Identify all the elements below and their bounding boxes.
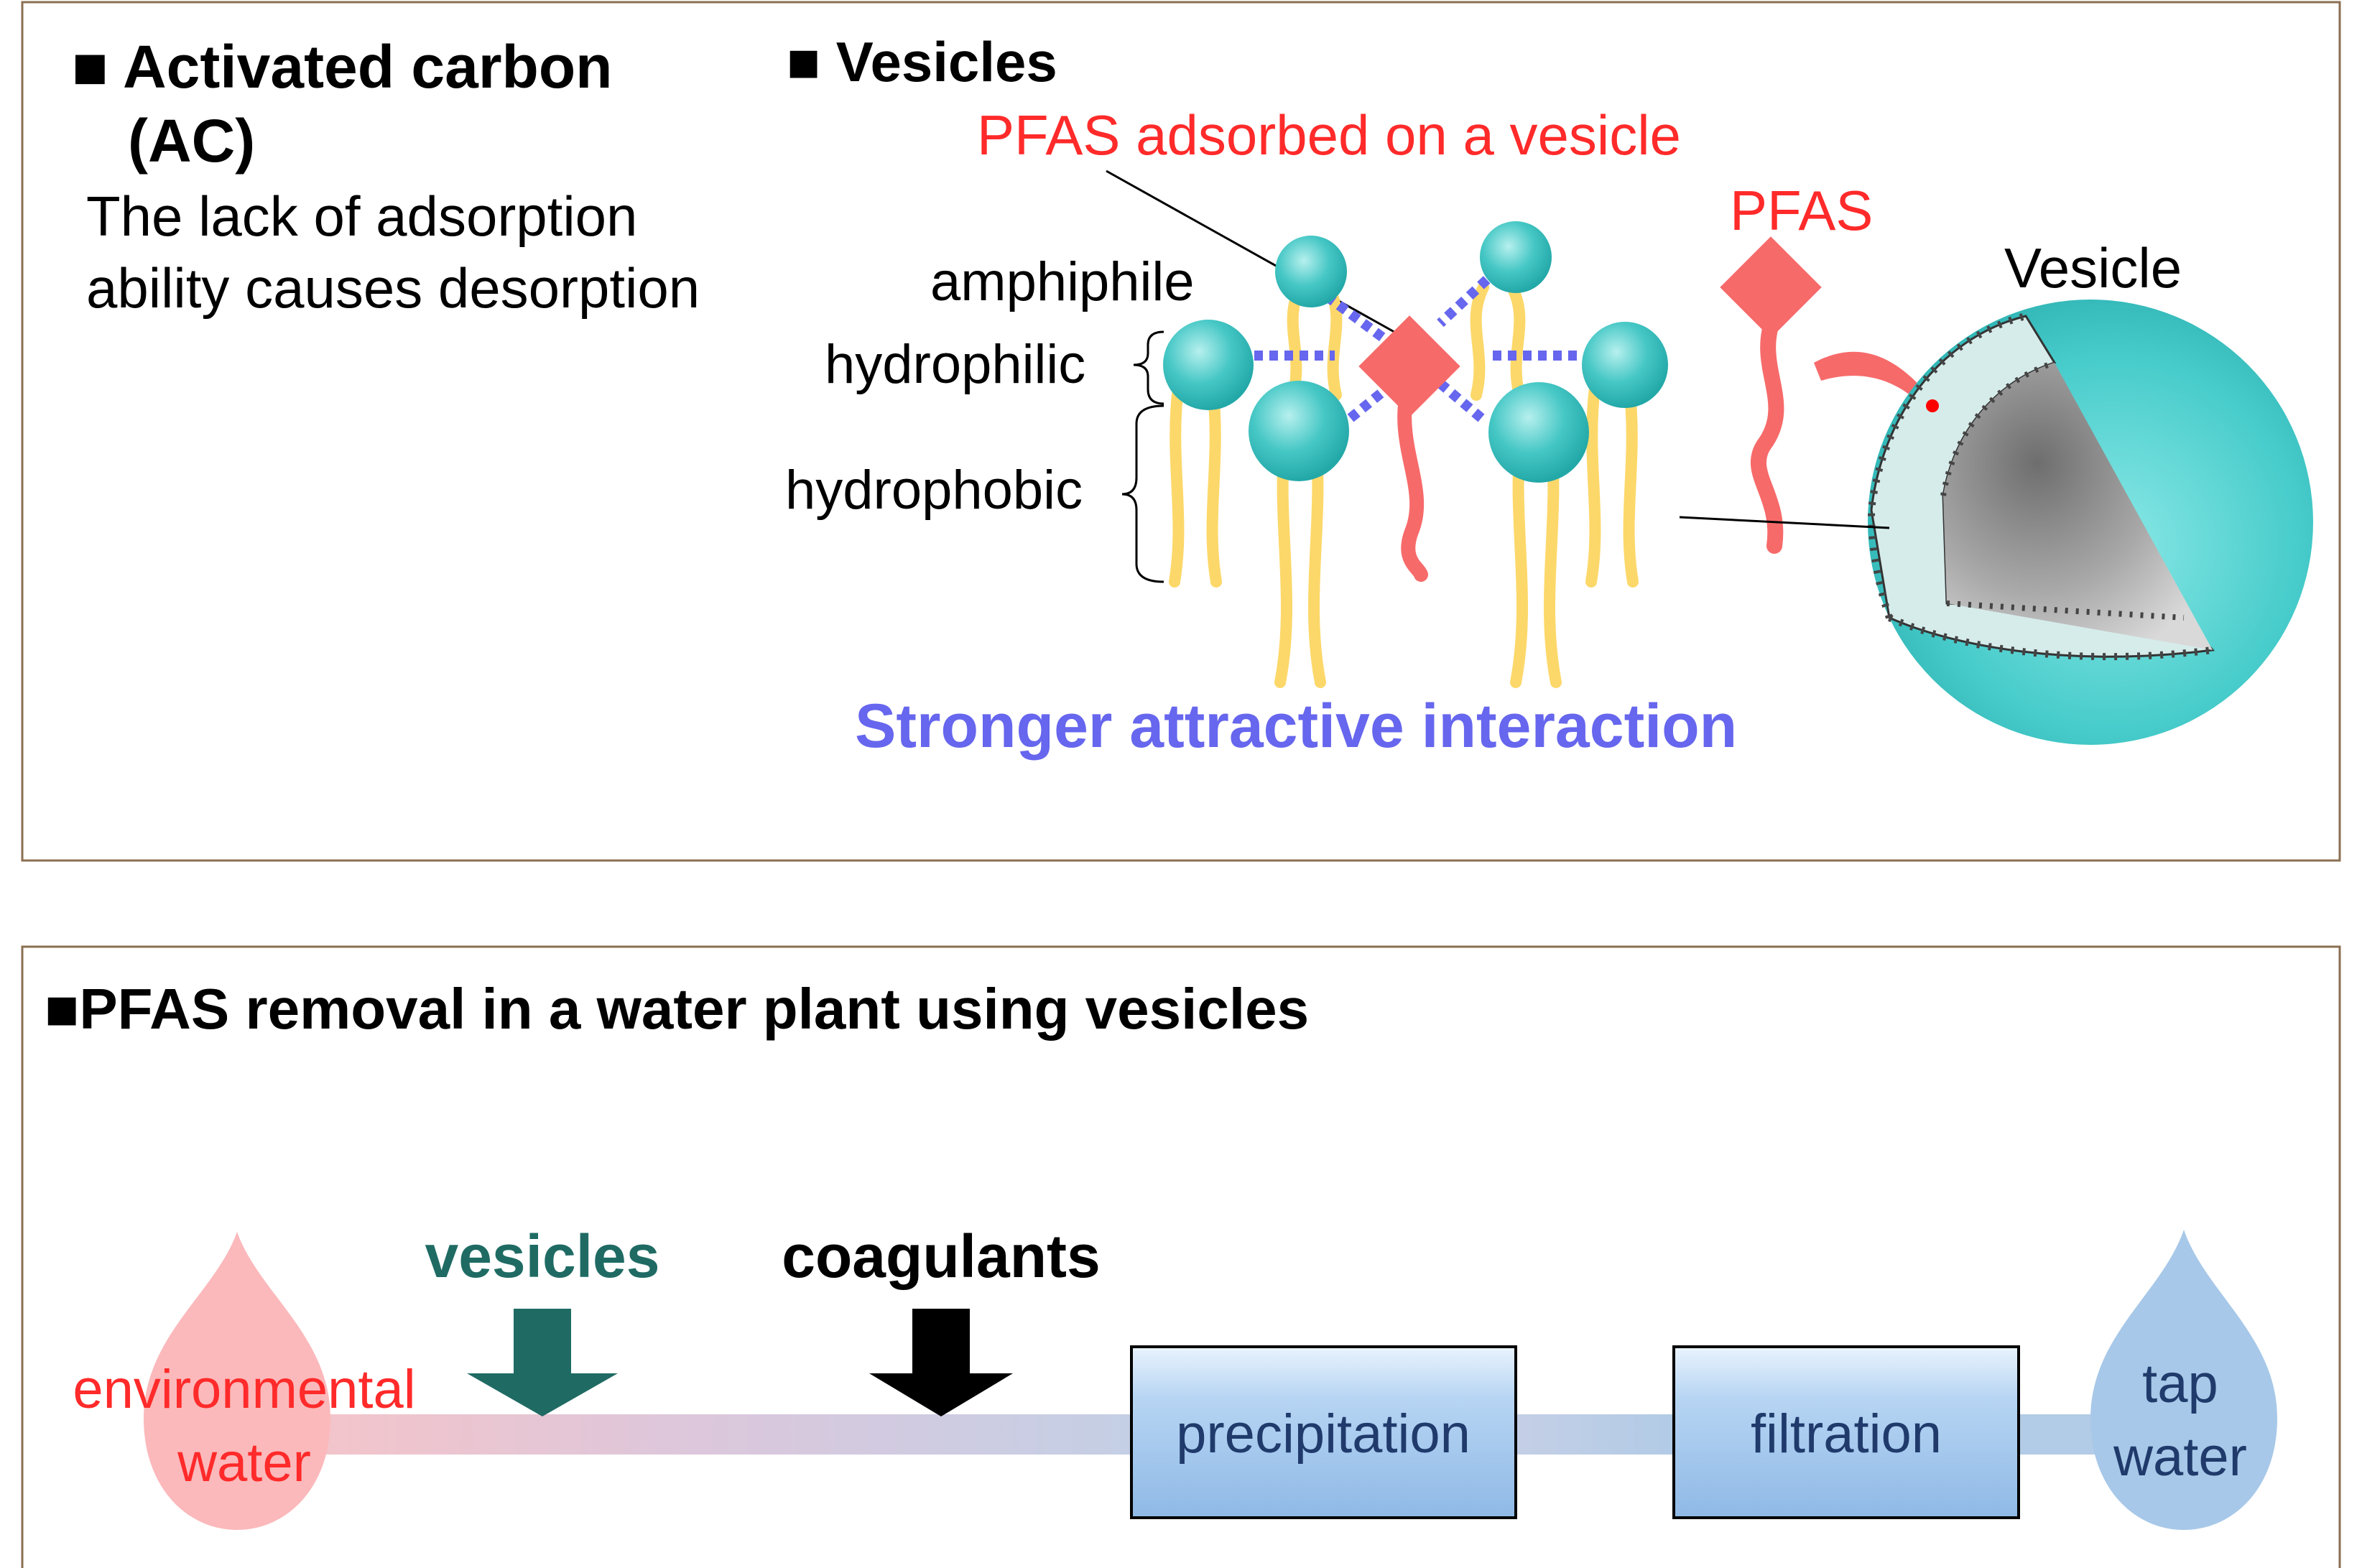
- env-water-line1: environmental: [73, 1359, 415, 1420]
- hydrophilic-brace: [1133, 330, 1164, 405]
- pipe-segment-2: [1516, 1414, 1674, 1455]
- hydrophobic-label: hydrophobic: [785, 460, 1083, 521]
- vesicles-arrow: [467, 1309, 618, 1416]
- vesicle-sphere: [1867, 300, 2313, 745]
- vesicle-leader: [1679, 516, 1890, 529]
- free-pfas: [1720, 236, 1822, 554]
- pfas-adsorbed-label: PFAS adsorbed on a vesicle: [977, 103, 1681, 167]
- precipitation-box: [1130, 1345, 1517, 1519]
- bottom-panel-border: [21, 945, 2341, 1568]
- precipitation-label: precipitation: [1176, 1404, 1471, 1465]
- vesicles-title: ■ Vesicles: [787, 30, 1057, 93]
- filtration-box: [1672, 1345, 2020, 1519]
- interaction-bonds: [1254, 265, 1577, 422]
- adsorbed-pfas: [1358, 315, 1460, 582]
- interaction-label: Stronger attractive interaction: [855, 692, 1737, 761]
- vesicle-label: Vesicle: [2004, 236, 2182, 300]
- amphiphile-label: amphiphile: [930, 251, 1195, 312]
- coagulants-arrow: [869, 1309, 1013, 1416]
- ac-title-line2: (AC): [128, 107, 255, 175]
- top-panel-border: [21, 1, 2341, 862]
- hydrophilic-label: hydrophilic: [825, 334, 1085, 395]
- ac-desc-line1: The lack of adsorption: [86, 185, 637, 248]
- bottom-panel-title: ■PFAS removal in a water plant using ves…: [45, 977, 1309, 1041]
- hydrophobic-brace: [1121, 404, 1164, 583]
- filtration-label: filtration: [1751, 1404, 1942, 1465]
- pipe-segment-3: [2019, 1414, 2105, 1455]
- vesicles-input-label: vesicles: [425, 1223, 660, 1290]
- env-water-line2: water: [177, 1432, 311, 1493]
- hydrophilic-heads: [1163, 221, 1668, 483]
- pfas-adsorbed-leader: [1106, 170, 1405, 339]
- environmental-water-drop: [144, 1232, 330, 1530]
- tap-water-line2: water: [2113, 1426, 2247, 1488]
- pfas-label: PFAS: [1730, 179, 1873, 242]
- tap-water-drop: [2090, 1230, 2277, 1530]
- pipe-segment-1: [273, 1414, 1131, 1455]
- ac-title-line1: ■ Activated carbon: [72, 33, 612, 101]
- tap-water-line1: tap: [2142, 1353, 2218, 1414]
- coagulants-input-label: coagulants: [782, 1223, 1100, 1290]
- ac-desc-line2: ability causes desorption: [86, 256, 700, 320]
